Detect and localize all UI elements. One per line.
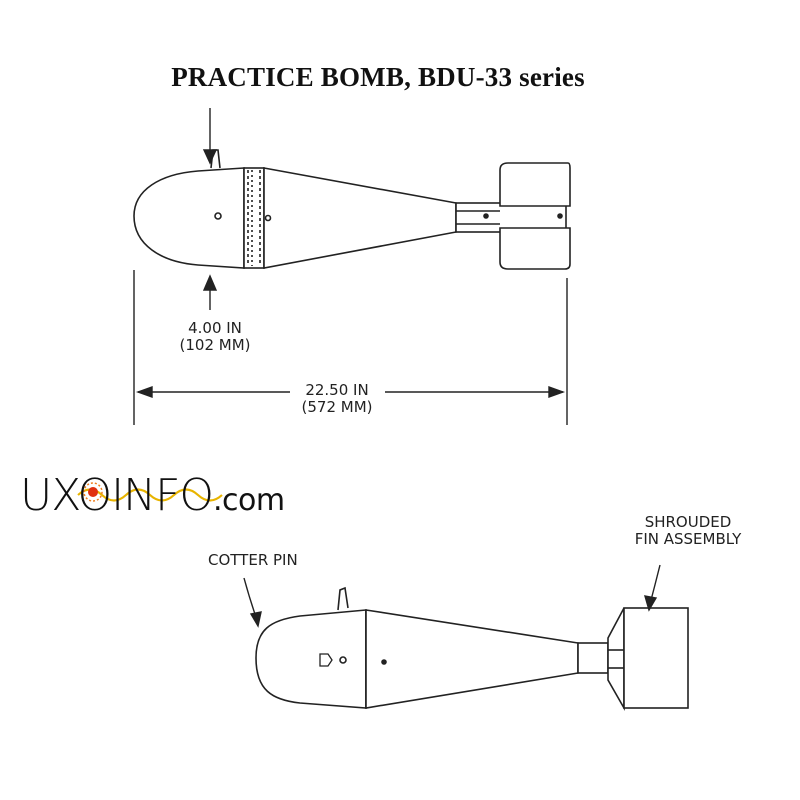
top-bomb-nose: [133, 167, 245, 269]
fin-assembly-arrow: [644, 564, 661, 612]
logo-dot-com: .com: [213, 483, 285, 518]
diameter-dimension: [202, 108, 218, 310]
top-bomb-tail-boom: [455, 202, 567, 233]
logo-wave-line: [77, 488, 223, 502]
logo-star-icon: [88, 487, 98, 497]
logo-uxo: UXO: [20, 470, 112, 521]
uxoinfo-logo: UXOINFO.com: [20, 470, 285, 530]
cotter-pin-arrow: [243, 577, 262, 628]
top-bomb-afterbody: [263, 167, 457, 269]
top-bomb-fin-lower: [499, 227, 571, 270]
bomb-bottom-view: [255, 586, 689, 712]
top-bomb-fin-upper: [499, 162, 571, 207]
shrouded-fin-label: SHROUDED FIN ASSEMBLY: [618, 513, 758, 549]
length-label: 22.50 IN (572 MM): [285, 381, 389, 417]
shrouded-fin-line2: FIN ASSEMBLY: [634, 530, 742, 549]
bottom-bomb-nose: [255, 609, 367, 709]
cotter-pin-label: COTTER PIN: [208, 551, 298, 569]
bomb-top-view: [133, 149, 571, 270]
length-inches: 22.50 IN: [305, 381, 369, 399]
shrouded-fin-line1: SHROUDED: [644, 513, 732, 531]
length-mm: (572 MM): [301, 398, 373, 417]
bottom-bomb-afterbody: [365, 609, 579, 709]
bottom-bomb-fin-shroud: [607, 607, 625, 712]
page-title: PRACTICE BOMB, BDU-33 series: [171, 62, 585, 92]
logo-info: INFO: [111, 470, 214, 521]
diameter-inches: 4.00 IN: [188, 319, 242, 337]
length-dimension: [133, 270, 568, 425]
bottom-bomb-tail-boom: [577, 642, 609, 674]
diameter-label: 4.00 IN (102 MM): [160, 319, 270, 355]
logo-graphic: [77, 482, 223, 502]
top-bomb-collar: [243, 167, 265, 269]
diameter-mm: (102 MM): [179, 336, 251, 355]
bottom-bomb-lug: [337, 586, 349, 611]
bottom-bomb-fin-box: [623, 607, 689, 709]
